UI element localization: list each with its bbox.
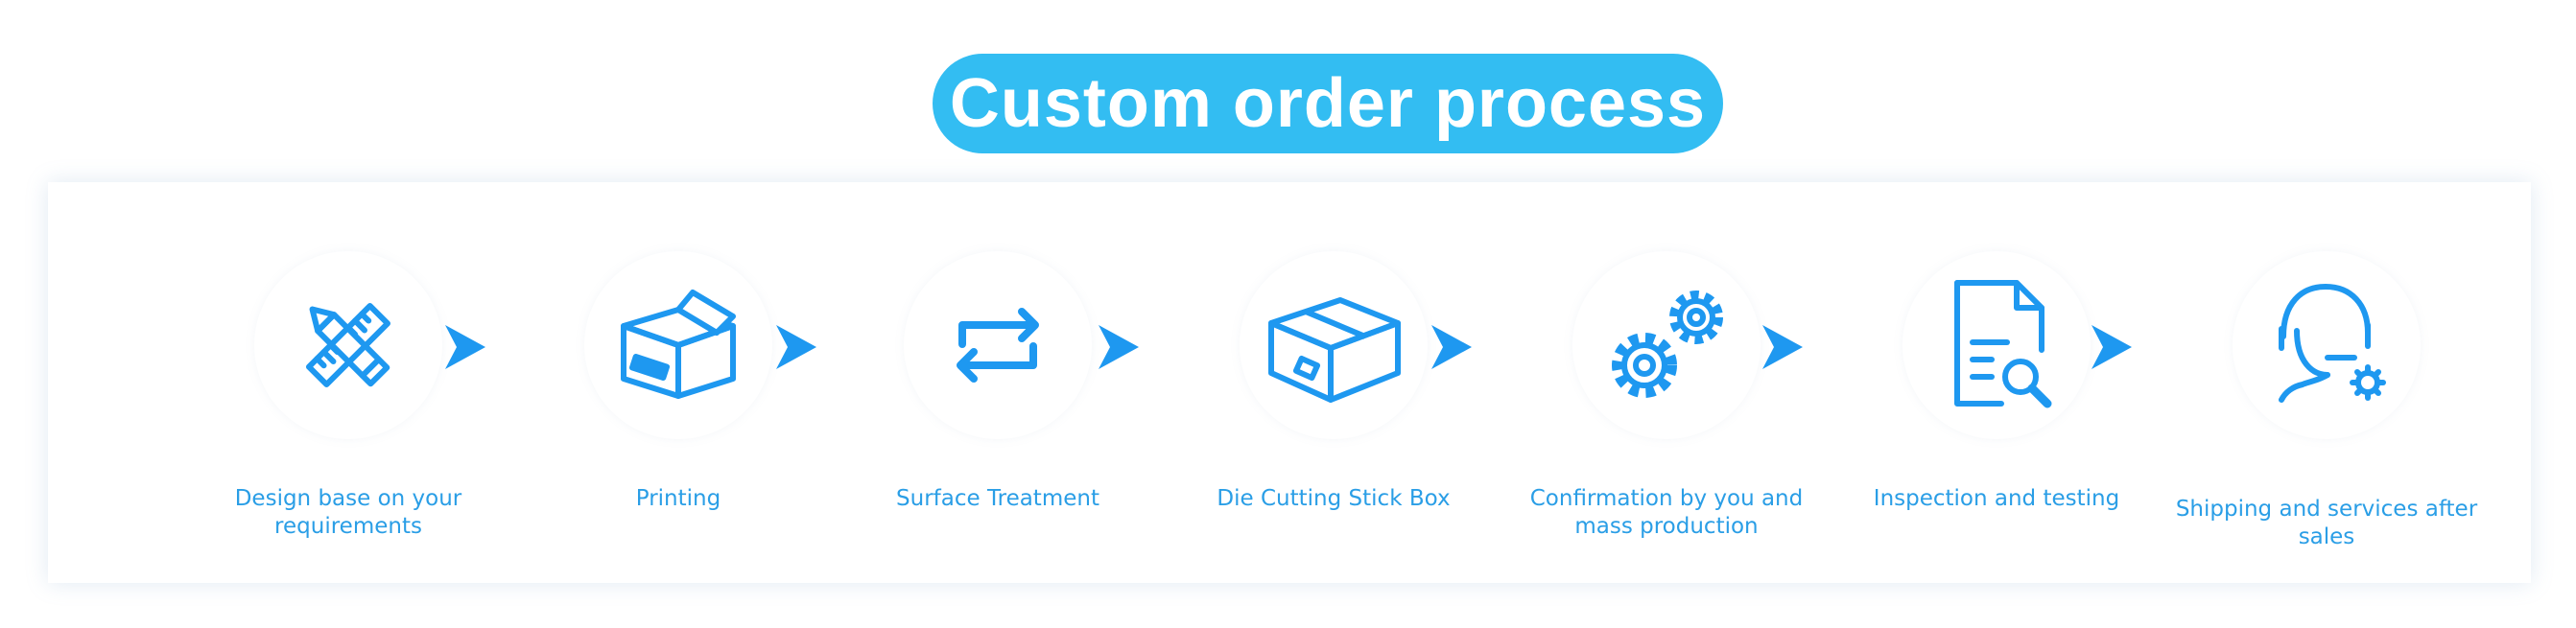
step-icon-circle [904,251,1092,439]
step-icon-circle [1902,251,2091,439]
gears-icon [1612,291,1723,398]
open-box-icon [621,290,736,399]
step-label: Confirmation by you and mass production [1529,486,1804,539]
step-icon-circle [584,251,772,439]
step-label: Shipping and services after sales [2175,497,2478,549]
ruler-pencil-icon [305,302,391,388]
step-label: Die Cutting Stick Box [1217,486,1451,511]
closed-box-icon [1268,297,1401,403]
step-label: Printing [635,486,721,511]
chevron-right-icon [1762,325,1803,369]
chevron-right-icon [1099,325,1139,369]
step-label: Surface Treatment [896,486,1099,511]
step-label: Inspection and testing [1873,486,2120,511]
customer-service-icon [2279,284,2386,403]
repeat-arrows-icon [957,308,1039,383]
chevron-right-icon [445,325,485,369]
document-search-icon [1954,280,2052,408]
chevron-right-icon [776,325,816,369]
process-panel: Design base on your requirements Printin… [48,182,2531,583]
step-icon-circle [1572,251,1761,439]
page-title: Custom order process [949,65,1707,142]
step-label: Design base on your requirements [234,486,462,539]
step-icon-circle [1240,251,1428,439]
chevron-right-icon [2092,325,2132,369]
step-icon-circle [254,251,442,439]
chevron-right-icon [1431,325,1472,369]
step-icon-circle [2233,251,2421,439]
title-banner: Custom order process [933,54,1723,153]
